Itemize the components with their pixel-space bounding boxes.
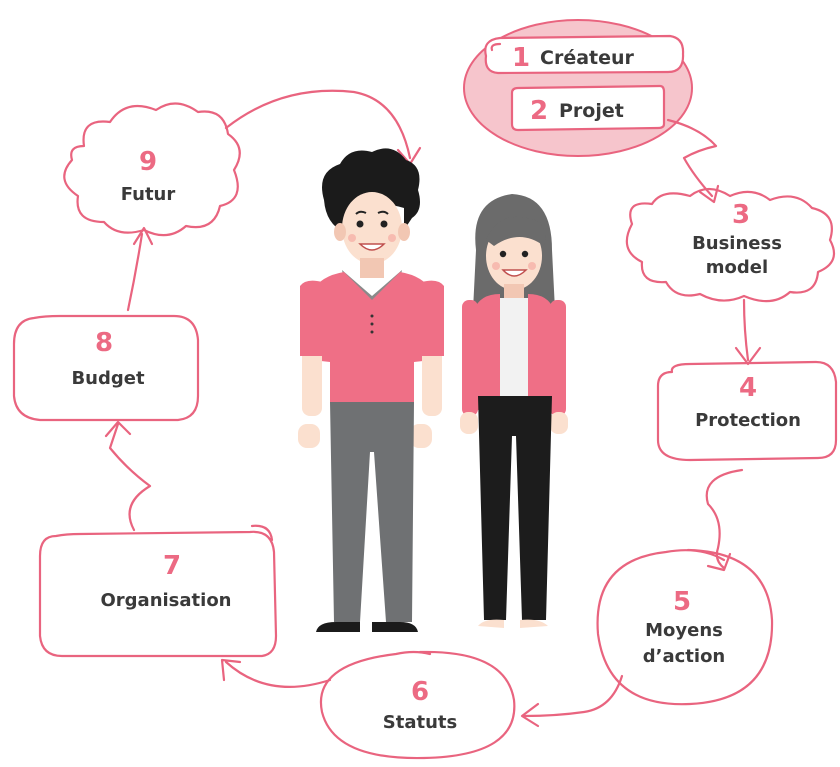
- step-4-label: Protection: [695, 410, 801, 431]
- step-9-label: Futur: [121, 184, 176, 205]
- step-5-number: 5: [673, 587, 691, 617]
- step-5-label-line1: Moyens: [645, 620, 723, 641]
- step-7-number: 7: [163, 551, 181, 581]
- step-5-label-line2: d’action: [643, 646, 726, 667]
- man-shoes: [316, 622, 418, 632]
- step-3-label-line2: model: [706, 257, 768, 278]
- arrow-3-to-4: [734, 298, 762, 366]
- step-8-label: Budget: [71, 368, 145, 389]
- step-2-box: 2 Projet: [510, 84, 666, 132]
- step-9-bubble: 9 Futur: [63, 102, 241, 237]
- step-3-bubble: 3 Business model: [625, 187, 836, 303]
- man-pants: [330, 402, 414, 622]
- arrow-8-to-9: [126, 226, 154, 312]
- step-6-number: 6: [411, 677, 429, 707]
- step-1-label: Créateur: [540, 47, 635, 69]
- arrow-6-to-7: [220, 658, 332, 688]
- step-8-bubble: 8 Budget: [12, 314, 200, 422]
- man-hair: [322, 148, 420, 232]
- step-8-number: 8: [95, 328, 113, 358]
- woman-illustration: [460, 194, 568, 628]
- step-9-number: 9: [139, 147, 157, 177]
- step-7-bubble: 7 Organisation: [38, 524, 278, 658]
- arrows: [104, 89, 762, 728]
- step-6-label: Statuts: [383, 712, 457, 733]
- step-2-number: 2: [530, 96, 548, 126]
- step-6-bubble: 6 Statuts: [319, 650, 516, 760]
- arrow-5-to-6: [520, 674, 624, 728]
- step-3-label-line1: Business: [692, 233, 782, 254]
- step-4-number: 4: [739, 373, 757, 403]
- step-1-box: 1 Créateur: [484, 34, 685, 75]
- step-3-number: 3: [732, 200, 750, 230]
- man-shirt: [312, 272, 432, 402]
- woman-jacket: [474, 294, 554, 410]
- arrow-7-to-8: [104, 420, 152, 532]
- arrow-4-to-5: [705, 468, 744, 572]
- step-4-bubble: 4 Protection: [656, 360, 838, 462]
- woman-pants: [478, 396, 552, 620]
- arrow-2-to-3: [666, 118, 720, 204]
- man-face: [342, 192, 402, 264]
- step-5-bubble: 5 Moyens d’action: [596, 548, 774, 706]
- top-group: 1 Créateur 2 Projet: [463, 19, 693, 157]
- step-2-label: Projet: [559, 100, 624, 122]
- step-7-label: Organisation: [100, 590, 231, 611]
- man-illustration: [298, 148, 444, 632]
- step-1-number: 1: [512, 43, 530, 73]
